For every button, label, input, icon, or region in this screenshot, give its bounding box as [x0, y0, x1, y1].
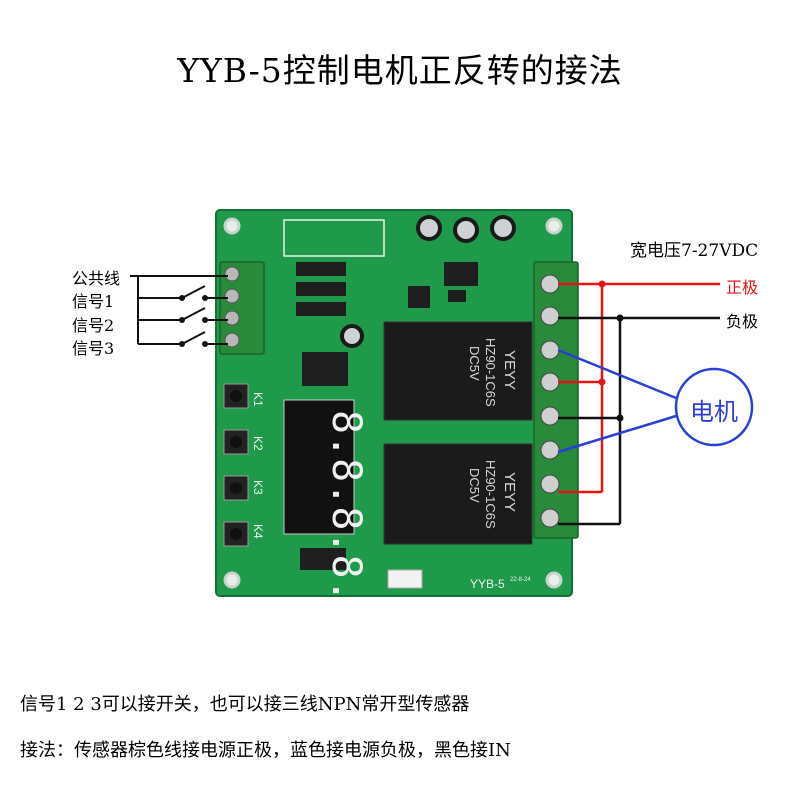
relay-brand-text: YEYY [501, 472, 518, 512]
label-signal-1: 信号1 [72, 292, 115, 311]
motor-label: 电机 [690, 398, 738, 426]
relay-lower: YEYY HZ90-1C6S DC5V [383, 443, 533, 545]
capacitors [340, 215, 516, 348]
page-title: YYB-5控制电机正反转的接法 [177, 51, 623, 90]
display-digits: 8.8.8.8. [323, 410, 369, 603]
mounting-holes [223, 217, 563, 589]
key-label: K1 [251, 392, 265, 407]
motor-circle [674, 367, 754, 447]
motor-wire [557, 348, 677, 454]
right-terminal-block [533, 261, 579, 539]
supply-voltage-label: 宽电压7-27VDC [630, 241, 759, 261]
key-label: K3 [251, 480, 265, 495]
relay-upper: YEYY HZ90-1C6S DC5V [383, 321, 533, 421]
board-date-text: 22-8-24 [510, 577, 531, 583]
push-buttons [223, 383, 249, 547]
left-switch-wiring [130, 275, 228, 345]
bottom-connector [387, 569, 423, 589]
relay-brand-text: YEYY [501, 350, 518, 390]
seven-segment-display: 8.8.8.8. [283, 399, 369, 603]
ic-chips [296, 262, 478, 570]
positive-label: 正极 [726, 278, 759, 297]
label-signal-2: 信号2 [72, 316, 115, 335]
note-line-1: 信号1 2 3可以接开关，也可以接三线NPN常开型传感器 [20, 694, 470, 715]
label-signal-3: 信号3 [72, 339, 115, 358]
silkscreen-box [283, 219, 385, 257]
negative-label: 负极 [726, 312, 759, 331]
relay-voltage-text: DC5V [467, 346, 482, 381]
relay-model-text: HZ90-1C6S [483, 460, 498, 529]
label-common: 公共线 [72, 269, 121, 288]
relay-voltage-text: DC5V [467, 468, 482, 503]
left-terminal-block [219, 261, 265, 355]
relay-model-text: HZ90-1C6S [483, 338, 498, 407]
note-line-2: 接法：传感器棕色线接电源正极，蓝色接电源负极，黑色接IN [20, 740, 511, 761]
key-label: K2 [251, 436, 265, 451]
key-label: K4 [251, 524, 265, 539]
board-model-text: YYB-5 [470, 577, 505, 591]
